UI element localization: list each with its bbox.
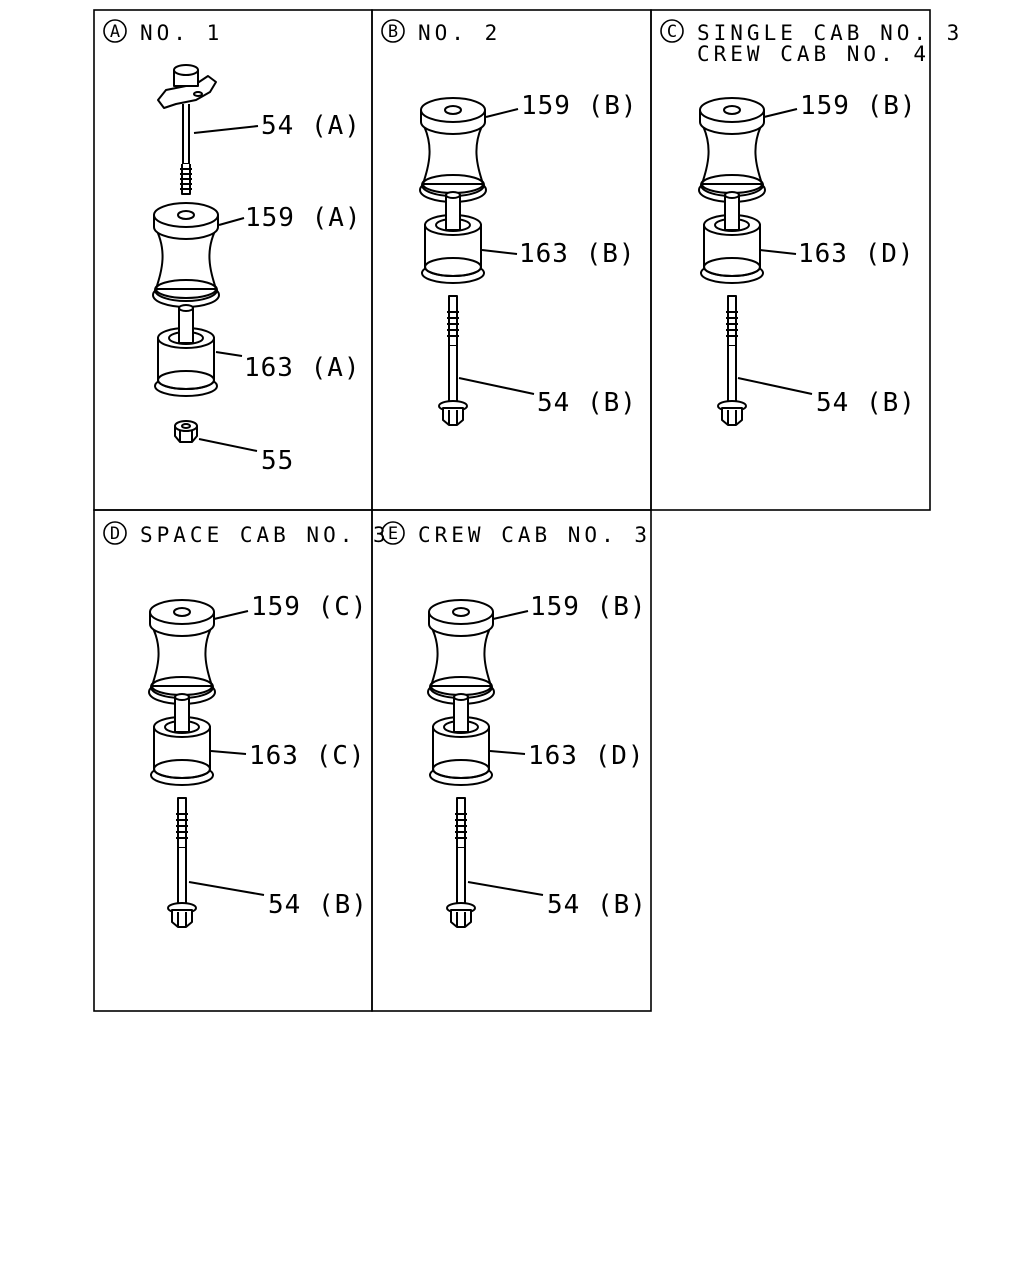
leader-line (458, 377, 535, 395)
panel-title: SINGLE CAB NO. 3 (697, 21, 963, 45)
callout-label: 159 (B) (530, 592, 647, 622)
insulator-lower-part (150, 693, 214, 786)
leader-line (193, 125, 259, 134)
bolt-wing-part (157, 64, 217, 195)
callout-label: 55 (261, 446, 294, 476)
callout-label: 159 (B) (521, 91, 638, 121)
insulator-upper-part (427, 599, 495, 705)
leader-line (489, 750, 526, 755)
leader-line (737, 377, 813, 395)
insulator-upper-part (698, 97, 766, 203)
panel-e: E CREW CAB NO. 3 159 (B) 163 (D) 54 (B) (371, 509, 652, 1012)
callout-label: 54 (A) (261, 111, 361, 141)
callout-label: 54 (B) (816, 388, 916, 418)
callout-label: 163 (B) (519, 239, 636, 269)
callout-label: 159 (C) (251, 592, 368, 622)
callout-label: 159 (B) (800, 91, 917, 121)
insulator-lower-part (700, 191, 764, 284)
leader-line (188, 881, 265, 896)
callout-label: 163 (C) (249, 741, 366, 771)
callout-label: 54 (B) (537, 388, 637, 418)
leader-line (210, 750, 247, 755)
leader-line (492, 610, 529, 620)
panel-letter: A (110, 22, 120, 42)
insulator-lower-part (421, 191, 485, 284)
nut-part (174, 420, 198, 443)
callout-label: 163 (D) (528, 741, 645, 771)
insulator-upper-part (419, 97, 487, 203)
panel-frame (93, 9, 373, 511)
panel-letter-badge: A (103, 19, 127, 43)
leader-line (763, 108, 798, 118)
panel-letter: B (388, 22, 398, 42)
panel-a: A NO. 1 54 (A) 159 (A) 163 (A) 55 (93, 9, 373, 511)
panel-frame (650, 9, 931, 511)
leader-line (213, 610, 249, 620)
bolt-part (167, 797, 197, 928)
panel-title: SPACE CAB NO. 3 (140, 523, 390, 547)
insulator-upper-part (148, 599, 216, 705)
callout-label: 54 (B) (547, 890, 647, 920)
panel-letter-badge: E (381, 521, 405, 545)
insulator-lower-part (429, 693, 493, 786)
leader-line (215, 351, 243, 357)
panel-letter-badge: C (660, 19, 684, 43)
bolt-part (438, 295, 468, 426)
panel-title: NO. 2 (418, 21, 501, 45)
panel-letter: C (667, 22, 677, 42)
leader-line (481, 249, 518, 255)
panel-b: B NO. 2 159 (B) 163 (B) 54 (B) (371, 9, 652, 511)
callout-label: 54 (B) (268, 890, 368, 920)
insulator-upper-part (152, 202, 220, 308)
bolt-part (717, 295, 747, 426)
leader-line (198, 438, 258, 452)
leader-line (759, 249, 797, 255)
callout-label: 163 (A) (244, 353, 361, 383)
panel-title: CREW CAB NO. 4 (697, 42, 930, 66)
insulator-lower-part (154, 304, 218, 397)
callout-label: 163 (D) (798, 239, 915, 269)
panel-title: CREW CAB NO. 3 (418, 523, 651, 547)
leader-line (218, 217, 245, 226)
panel-letter-badge: B (381, 19, 405, 43)
bolt-part (446, 797, 476, 928)
panel-letter-badge: D (103, 521, 127, 545)
panel-title: NO. 1 (140, 21, 223, 45)
leader-line (467, 881, 544, 896)
panel-letter: E (388, 524, 398, 544)
panel-letter: D (110, 524, 120, 544)
callout-label: 159 (A) (245, 203, 362, 233)
panel-d: D SPACE CAB NO. 3 159 (C) 163 (C) 54 (B) (93, 509, 390, 1012)
leader-line (485, 108, 519, 118)
panel-frame (371, 509, 652, 1012)
